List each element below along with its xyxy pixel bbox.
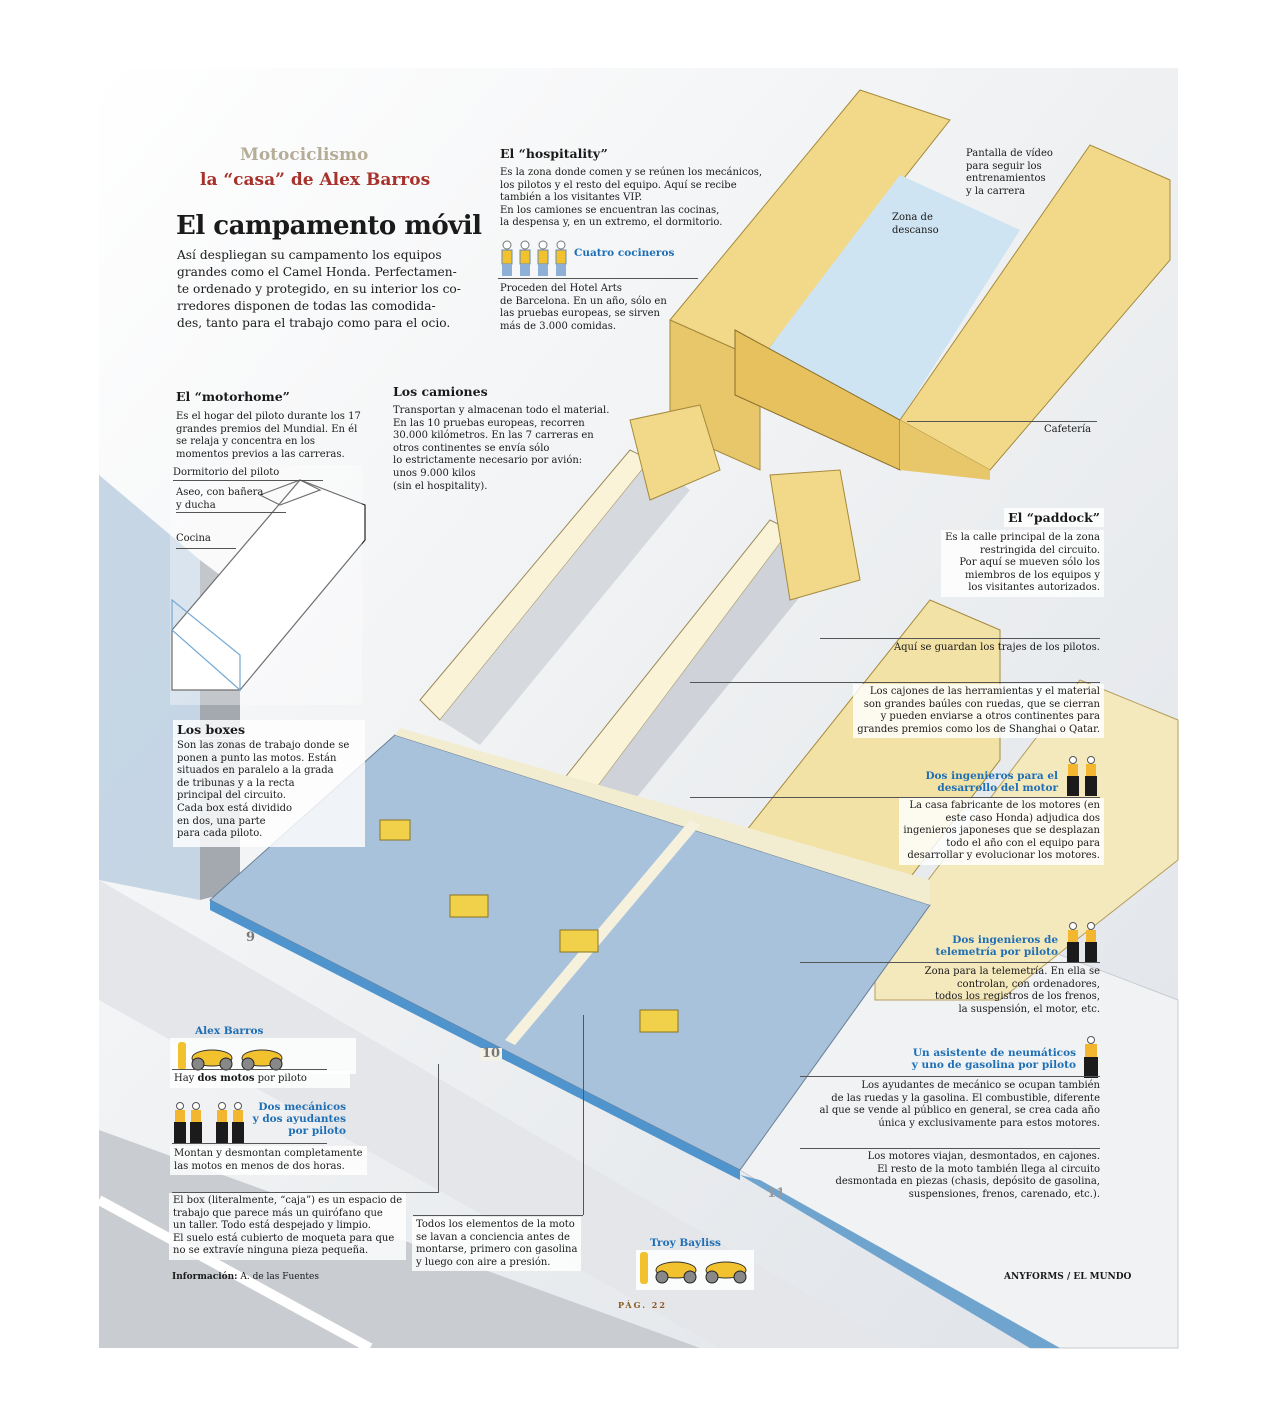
tyres-text: Los ayudantes de mecánico se ocupan tamb… [819, 1080, 1101, 1129]
pit-building-blue-strip [740, 1175, 1060, 1348]
crates-note: Los cajones de las herramientas y el mat… [853, 684, 1104, 739]
engines-rule [800, 1148, 1100, 1149]
box-number-10: 10 [480, 1046, 503, 1061]
box-number-9: 9 [246, 930, 256, 945]
engine-engineers-text: La casa fabricante de los motores (en es… [899, 798, 1104, 865]
cafe-rule [907, 421, 1097, 422]
trucks-title: Los camiones [393, 384, 488, 399]
box-description: El box (literalmente, “caja”) es un espa… [169, 1193, 407, 1260]
boxes-back-wall [395, 728, 930, 905]
tyre-assistant-icon [1082, 1036, 1100, 1082]
trucks-text: Transportan y almacenan todo el material… [393, 405, 610, 492]
bath-rule [176, 512, 286, 513]
motorhome-text: Es el hogar del piloto durante los 17 gr… [176, 411, 361, 460]
hospitality-truck-right [899, 144, 1171, 471]
boxes-title: Los boxes [173, 720, 365, 739]
bikes-text-pre: Hay [174, 1073, 198, 1084]
cooks-icon [498, 240, 570, 276]
paddock-text: Es la calle principal de la zona restrin… [941, 530, 1104, 597]
mechanics-rule [172, 1143, 327, 1144]
wash-rule-vertical [583, 1015, 584, 1215]
workbenches [379, 819, 679, 1033]
truck-1-cab [629, 404, 721, 501]
intro-text: Así despliegan su campamento los equipos… [177, 248, 461, 330]
info-credit: Información: A. de las Fuentes [172, 1271, 319, 1284]
bikes-text-bold: dos motos [197, 1073, 255, 1084]
engine-engineers-icon [1065, 756, 1101, 800]
video-screen-label: Pantalla de vídeo para seguir los entren… [966, 148, 1053, 197]
kitchen-label: Cocina [176, 533, 211, 544]
kitchen-rule [176, 548, 236, 549]
cooks-rule [498, 278, 698, 279]
telemetry-text: Zona para la telemetría. En ella se cont… [924, 966, 1100, 1015]
suits-rule [820, 638, 1100, 639]
wash-rule [413, 1215, 583, 1216]
barros-rule [172, 1069, 327, 1070]
box-rule [172, 1192, 439, 1193]
crates-rule [690, 682, 1100, 683]
mechanics-icon [172, 1102, 247, 1148]
hospitality-text: Es la zona donde comen y se reúnen los m… [500, 167, 763, 229]
tyres-label: Un asistente de neumáticos y uno de gaso… [911, 1047, 1076, 1071]
graphic-credit: ANYFORMS / EL MUNDO [1004, 1271, 1131, 1284]
barros-bikes-icon [170, 1038, 356, 1074]
hospitality-floor [760, 175, 1020, 420]
motorhome-panel [170, 465, 362, 705]
tyres-rule [800, 1076, 1100, 1077]
info-value: A. de las Fuentes [237, 1272, 319, 1282]
mechanics-text: Montan y desmontan completamente las mot… [170, 1146, 367, 1176]
credit-anyforms: ANYFORMS / [1004, 1272, 1074, 1282]
bedroom-rule [173, 480, 323, 481]
truck-1-interior [440, 460, 690, 745]
bayliss-label: Troy Bayliss [650, 1237, 721, 1249]
boxes-divider [505, 820, 700, 1045]
engine-engineers-rule [690, 797, 1100, 798]
telemetry-label: Dos ingenieros de telemetría por piloto [935, 934, 1058, 958]
telemetry-rule [800, 962, 1100, 963]
mechanics-label: Dos mecánicos y dos ayudantes por piloto [252, 1101, 346, 1137]
rest-zone-label: Zona de descanso [892, 212, 939, 236]
page-title: El campamento móvil [176, 211, 482, 241]
boxes-front-wall [210, 900, 740, 1180]
bikes-per-rider: Hay dos motos por piloto [170, 1071, 350, 1088]
hospitality-truck-right-side [900, 420, 990, 480]
kicker: Motociclismo [240, 145, 369, 165]
cafe-label: Cafetería [1044, 424, 1092, 435]
bath-label: Aseo, con bañera y ducha [176, 487, 264, 511]
suits-note: Aquí se guardan los trajes de los piloto… [893, 642, 1100, 653]
box-rule-vertical [438, 1064, 439, 1193]
telemetry-engineers-icon [1065, 922, 1101, 966]
barros-label: Alex Barros [195, 1025, 264, 1037]
bedroom-label: Dormitorio del piloto [173, 467, 280, 478]
cooks-text: Proceden del Hotel Arts de Barcelona. En… [500, 283, 667, 332]
truck-2-cab [769, 469, 861, 601]
truck-2-interior [580, 530, 830, 830]
engine-engineers-label: Dos ingenieros para el desarrollo del mo… [925, 770, 1058, 794]
bikes-text-post: por piloto [254, 1073, 307, 1084]
motorhome-title: El “motorhome” [176, 389, 290, 404]
paddock-title: El “paddock” [1004, 508, 1104, 527]
cooks-label: Cuatro cocineros [574, 247, 675, 259]
credit-elmundo: EL MUNDO [1073, 1272, 1132, 1282]
info-label: Información: [172, 1272, 238, 1282]
wash-text: Todos los elementos de la moto se lavan … [412, 1217, 582, 1272]
pit-lane [99, 880, 900, 1348]
bayliss-bikes-icon [636, 1250, 754, 1290]
hospitality-title: El “hospitality” [500, 146, 608, 161]
engines-text: Los motores viajan, desmontados, en cajo… [835, 1151, 1100, 1200]
box-number-11: 11 [767, 1186, 786, 1201]
boxes-text: Son las zonas de trabajo donde se ponen … [173, 738, 365, 847]
page-number: PÁG. 22 [618, 1300, 667, 1310]
track-line [96, 1195, 373, 1353]
subtitle: la “casa” de Alex Barros [200, 170, 431, 190]
